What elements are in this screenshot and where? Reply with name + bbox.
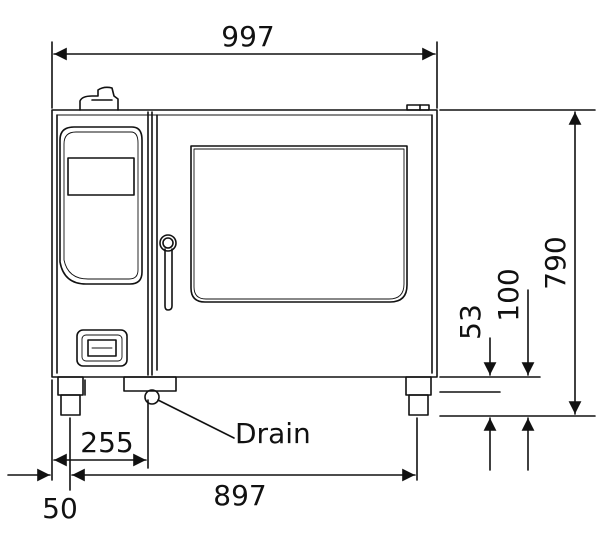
door-handle xyxy=(164,248,173,311)
control-panel-display-housing xyxy=(59,126,143,285)
oven-feet xyxy=(57,376,432,416)
drain-label: Drain xyxy=(235,417,311,450)
top-vent-knob xyxy=(79,86,119,111)
right-foot-bottom xyxy=(408,394,429,416)
dimension-label-255: 255 xyxy=(80,426,133,459)
dimension-height-790 xyxy=(439,109,596,417)
dimension-label-50: 50 xyxy=(42,492,78,525)
dimension-label-897: 897 xyxy=(213,479,266,512)
left-foot-bottom xyxy=(60,394,81,416)
drain-circle xyxy=(144,389,160,405)
door-window xyxy=(190,145,408,303)
drain-leader-line xyxy=(157,399,235,439)
dimension-label-100: 100 xyxy=(492,268,525,321)
left-foot-top xyxy=(57,376,84,396)
right-foot-top xyxy=(405,376,432,396)
control-dial-icon xyxy=(87,339,117,357)
dimension-label-790: 790 xyxy=(539,236,572,289)
oven-housing xyxy=(51,109,438,378)
dimension-label-997: 997 xyxy=(221,20,274,53)
drain-outlet xyxy=(123,376,177,392)
door-handle-pivot xyxy=(159,234,177,252)
oven-body xyxy=(51,86,438,378)
control-display-screen xyxy=(67,157,135,196)
dimension-label-53: 53 xyxy=(454,304,487,340)
control-dial-housing xyxy=(76,329,128,367)
dimension-width-997 xyxy=(51,41,438,109)
